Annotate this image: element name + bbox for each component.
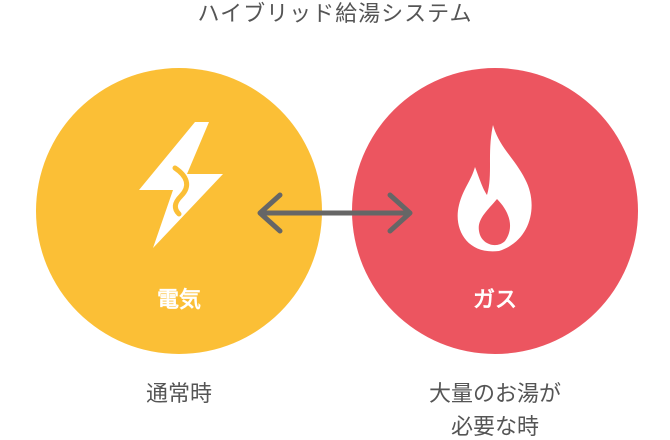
electric-caption: 通常時 xyxy=(145,382,212,407)
gas-label: ガス xyxy=(472,288,517,313)
gas-caption: 大量のお湯が 必要な時 xyxy=(375,378,615,440)
gas-caption-line1: 大量のお湯が xyxy=(428,382,561,407)
gas-caption-line2: 必要な時 xyxy=(450,415,539,440)
diagram-title: ハイブリッド給湯システム xyxy=(197,2,473,27)
electric-label: 電気 xyxy=(156,288,201,313)
lightning-bolt-icon xyxy=(139,122,223,248)
flame-icon xyxy=(457,125,532,252)
double-arrow-icon xyxy=(257,192,413,234)
